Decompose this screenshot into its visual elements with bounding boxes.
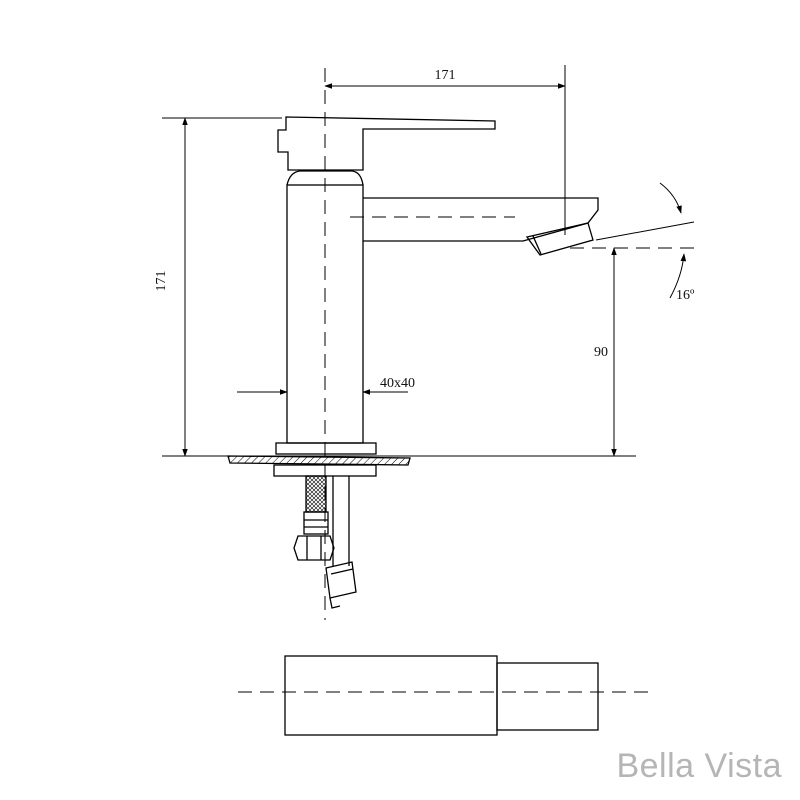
body-size-label: 40x40 bbox=[380, 376, 415, 391]
reach-label: 171 bbox=[435, 68, 456, 83]
counter-top bbox=[227, 455, 411, 466]
reach-dimension: 171 bbox=[324, 68, 566, 89]
extension-lines bbox=[162, 65, 695, 457]
plan-view bbox=[238, 655, 652, 736]
threaded-shank bbox=[305, 475, 327, 513]
plan-spout bbox=[496, 662, 599, 731]
spout bbox=[363, 197, 599, 256]
center-lines bbox=[324, 68, 695, 620]
spout-height-label: 90 bbox=[594, 345, 608, 360]
flexible-hose-right bbox=[325, 476, 357, 609]
handle-lever bbox=[277, 116, 496, 171]
spout-angle-label: 16º bbox=[676, 288, 695, 303]
base-flange bbox=[275, 442, 377, 455]
handle-base bbox=[286, 170, 364, 186]
spout-height-dimension: 90 bbox=[594, 247, 617, 457]
brand-logo: Bella Vista bbox=[616, 747, 782, 785]
height-label: 171 bbox=[154, 271, 169, 292]
height-dimension: 171 bbox=[154, 117, 188, 457]
side-elevation bbox=[227, 116, 599, 609]
plan-body bbox=[284, 655, 498, 736]
spout-angle-dimension bbox=[659, 182, 687, 299]
hose-nut-left bbox=[293, 535, 335, 561]
